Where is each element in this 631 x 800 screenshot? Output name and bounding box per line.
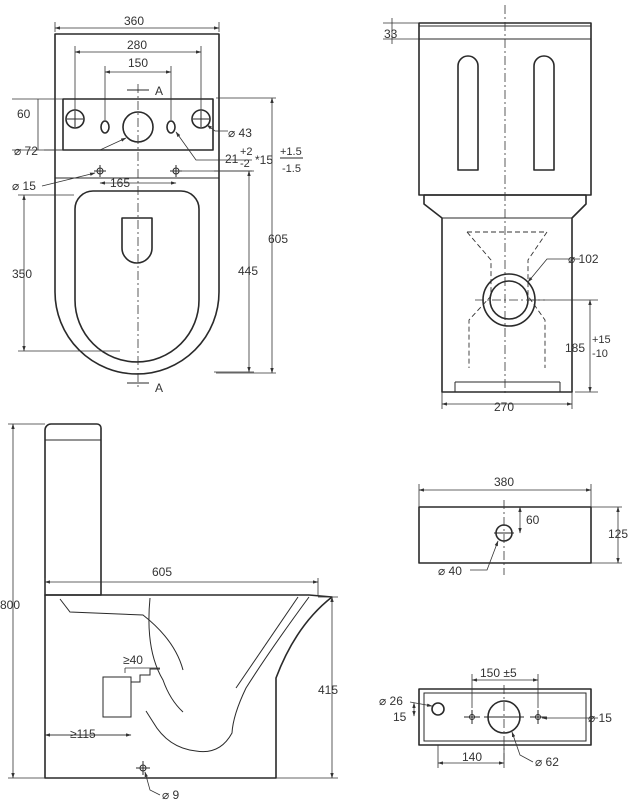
tank-top-body <box>418 688 592 746</box>
dim-60: 60 <box>17 107 31 121</box>
dim-15-left: 15 <box>393 710 407 724</box>
dim-d72: ⌀ 72 <box>14 144 38 158</box>
front-view: 33 ⌀ 102 185 +15 -10 270 <box>383 5 611 414</box>
dim-350: 350 <box>12 267 32 281</box>
dim-60-tank: 60 <box>526 513 540 527</box>
side-view: 800 605 415 ≥40 ≥115 ⌀ 9 <box>0 423 338 800</box>
dim-d43: ⌀ 43 <box>228 126 252 140</box>
dim-21-tol-dn: -2 <box>240 158 250 170</box>
dim-d15: ⌀ 15 <box>12 179 36 193</box>
front-view-tank <box>418 22 592 196</box>
dim-270: 270 <box>494 400 514 414</box>
dim-d102: ⌀ 102 <box>568 252 599 266</box>
dim-frac-dn: -1.5 <box>282 163 301 175</box>
dim-125: 125 <box>608 527 628 541</box>
section-label-bottom: A <box>155 381 163 395</box>
dim-d62: ⌀ 62 <box>535 755 559 769</box>
dim-d40: ⌀ 40 <box>438 564 462 578</box>
side-view-bowl-profile <box>59 598 184 671</box>
side-view-tank <box>44 423 102 596</box>
dim-185-tol-up: +15 <box>592 334 611 346</box>
dim-165: 165 <box>110 176 130 190</box>
dim-800: 800 <box>0 598 20 612</box>
dim-150pm5: 150 ±5 <box>480 666 517 680</box>
top-view-slot-left <box>100 120 110 134</box>
dim-415: 415 <box>318 683 338 697</box>
top-view-slot-right <box>166 120 176 134</box>
top-view: A A 360 280 150 60 ⌀ 72 ⌀ 43 ⌀ 15 165 21 <box>12 14 303 395</box>
tank-top-hole-left <box>431 702 445 716</box>
top-view-bowl-opening <box>74 190 200 363</box>
dim-360: 360 <box>124 14 144 28</box>
dim-380: 380 <box>494 475 514 489</box>
side-view-body <box>44 594 333 779</box>
tank-front-view: 380 125 60 ⌀ 40 <box>418 475 628 578</box>
top-view-outline <box>54 33 220 375</box>
tank-front-body <box>418 506 592 564</box>
dim-d9: ⌀ 9 <box>162 788 180 800</box>
dim-21: 21 <box>225 152 239 166</box>
section-label-top: A <box>155 84 163 98</box>
dim-140: 140 <box>462 750 482 764</box>
dim-280: 280 <box>127 38 147 52</box>
top-view-tank-block <box>62 98 214 151</box>
side-view-outlet-hatch <box>102 676 132 718</box>
dim-605-plan: 605 <box>268 232 288 246</box>
dim-150: 150 <box>128 56 148 70</box>
dim-445: 445 <box>238 264 258 278</box>
dim-d15-right: ⌀ 15 <box>588 711 612 725</box>
dim-ge115: ≥115 <box>70 727 96 741</box>
dim-605-side: 605 <box>152 565 172 579</box>
tank-top-view: 150 ±5 140 ⌀ 26 15 ⌀ 15 ⌀ 62 <box>379 666 612 769</box>
dim-185: 185 <box>565 341 585 355</box>
dim-21-tol-up: +2 <box>240 146 253 158</box>
front-view-slot-left <box>457 55 479 171</box>
front-view-slot-right <box>533 55 555 171</box>
dim-33: 33 <box>384 27 398 41</box>
dim-mult-15: *15 <box>255 153 273 167</box>
dim-frac-up: +1.5 <box>280 146 302 158</box>
dim-ge40: ≥40 <box>123 653 143 667</box>
dim-d26: ⌀ 26 <box>379 694 403 708</box>
top-view-drain <box>121 217 153 264</box>
dim-185-tol-dn: -10 <box>592 348 608 360</box>
